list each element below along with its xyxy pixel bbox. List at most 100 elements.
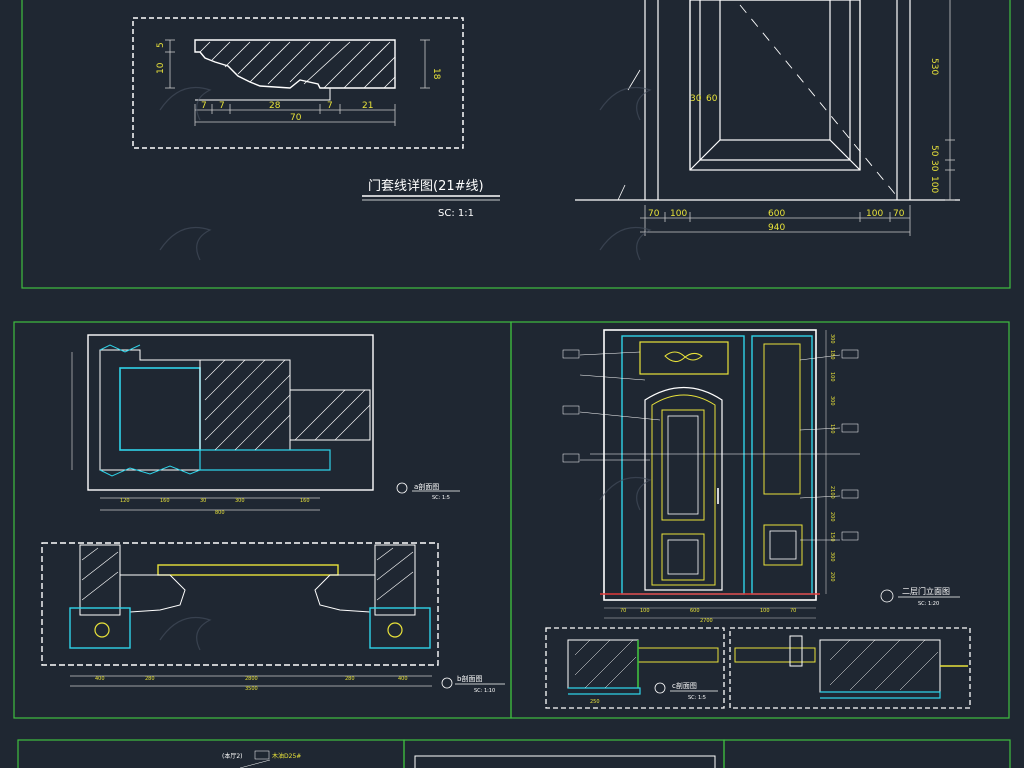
sec-a-dim-3: 30	[200, 498, 206, 504]
section-a-dim-labels: 120 160 30 300 160 800	[120, 498, 310, 516]
door-elevation-tags	[562, 349, 859, 541]
door-dim-b2: 100	[640, 608, 650, 614]
section-c-dim-total: 250	[590, 699, 600, 705]
elevation-top-dims	[640, 0, 955, 236]
sec-b-dim-total: 3500	[245, 686, 258, 692]
section-b-dim-labels: 400 280 2800 280 400 3500	[95, 676, 408, 692]
molding-dims	[165, 39, 430, 126]
section-b-drawing	[69, 544, 431, 649]
door-dim-b5: 70	[790, 608, 796, 614]
sec-b-dim-2: 280	[145, 676, 155, 682]
molding-title: 门套线详图(21#线)	[368, 178, 484, 194]
middle-right-frame	[510, 321, 1010, 719]
elev-dim-r3: 30	[929, 160, 939, 172]
molding-scale: SC: 1:1	[438, 208, 474, 219]
dim-total: 70	[290, 113, 302, 123]
section-c-title-block: c剖面图 SC: 1:5 250	[590, 681, 718, 705]
elev-dim-total: 940	[768, 223, 785, 233]
sec-b-dim-5: 400	[398, 676, 408, 682]
section-b-title-block: b剖面图 SC: 1:10	[441, 674, 505, 694]
dim-bottom-3: 28	[269, 101, 281, 111]
molding-dim-labels: 5 10 18 7 7 28 7 21 70	[156, 42, 441, 123]
dim-bottom-1: 7	[201, 101, 207, 111]
elev-dim-b5: 70	[893, 209, 905, 219]
bottom-middle-frame	[403, 739, 725, 768]
section-b-dims	[70, 675, 432, 687]
door-dim-r4: 300	[829, 396, 835, 406]
molding-profile	[194, 39, 396, 101]
molding-detail-frame	[132, 17, 464, 149]
bottom-panels: (本厅2) 木油D25#	[17, 739, 1011, 768]
section-a-title-block: a剖面图 SC: 1:5	[396, 482, 460, 501]
sec-a-dim-5: 160	[300, 498, 310, 504]
elev-dim-s1: 30	[690, 94, 702, 104]
door-elevation-title: 二层门立面图	[902, 586, 950, 596]
section-c-right-frame	[729, 627, 971, 709]
section-b-frame	[41, 542, 439, 666]
sec-a-dim-4: 300	[235, 498, 245, 504]
sec-a-dim-total: 800	[215, 510, 225, 516]
door-dim-total: 2700	[700, 618, 713, 624]
section-b-title: b剖面图	[457, 674, 482, 683]
door-dim-r5: 150	[829, 424, 835, 434]
door-dim-r3: 100	[829, 372, 835, 382]
sec-b-dim-4: 280	[345, 676, 355, 682]
dim-left-1: 5	[156, 42, 166, 48]
section-a-frame	[87, 334, 374, 491]
section-a-title: a剖面图	[414, 482, 439, 491]
bottom-note-tag: (本厅2)	[222, 752, 243, 760]
elevation-top	[575, 0, 960, 201]
door-elevation-dim-labels: 300 180 100 300 150 2100 200 150 300 200…	[620, 334, 835, 624]
door-elevation-dims	[604, 330, 827, 619]
bottom-right-frame	[723, 739, 1011, 768]
elev-dim-s2: 60	[706, 94, 718, 104]
door-dim-r9: 300	[829, 552, 835, 562]
elev-dim-b4: 100	[866, 209, 883, 219]
door-elevation	[590, 329, 860, 601]
section-b-scale: SC: 1:10	[474, 688, 495, 694]
dim-bottom-4: 7	[327, 101, 333, 111]
door-elevation-leaders	[579, 351, 841, 541]
elev-dim-b2: 100	[670, 209, 687, 219]
section-c-title: c剖面图	[672, 681, 697, 690]
middle-right-panel: 300 180 100 300 150 2100 200 150 300 200…	[510, 321, 1010, 719]
section-a-drawing	[99, 344, 371, 477]
section-a-dims	[71, 352, 320, 511]
door-dim-r10: 200	[829, 572, 835, 582]
door-dim-r8: 150	[829, 532, 835, 542]
elev-dim-r4: 100	[929, 176, 939, 193]
sec-b-dim-1: 400	[95, 676, 105, 682]
door-dim-b3: 600	[690, 608, 700, 614]
door-dim-r1: 300	[829, 334, 835, 344]
door-dim-r2: 180	[829, 350, 835, 360]
door-dim-r7: 200	[829, 512, 835, 522]
section-a-scale: SC: 1:5	[432, 495, 450, 501]
door-dim-b1: 70	[620, 608, 626, 614]
sec-b-dim-3: 2800	[245, 676, 258, 682]
section-c-scale: SC: 1:5	[688, 695, 706, 701]
watermark	[159, 86, 652, 651]
middle-left-panel: 120 160 30 300 160 800 a剖面图 SC: 1:5	[13, 321, 512, 719]
dim-bottom-2: 7	[219, 101, 225, 111]
top-panel-frame	[21, 0, 1011, 289]
door-elevation-title-block: 二层门立面图 SC: 1:20	[880, 586, 960, 607]
elev-dim-b1: 70	[648, 209, 660, 219]
elev-dim-r2: 50	[929, 145, 939, 157]
elev-dim-r1: 530	[929, 58, 939, 75]
bottom-note-item: 木油D25#	[272, 752, 301, 760]
top-panel: 5 10 18 7 7 28 7 21 70 门套线详图(21#线) SC: 1…	[21, 0, 1011, 289]
elev-dim-b3: 600	[768, 209, 785, 219]
section-c-left-frame	[545, 627, 725, 709]
dim-right-1: 18	[431, 68, 441, 80]
door-dim-r6: 2100	[829, 486, 835, 499]
door-dim-b4: 100	[760, 608, 770, 614]
section-c-drawing	[567, 635, 968, 699]
sec-a-dim-2: 160	[160, 498, 170, 504]
elevation-top-dim-labels: 530 50 30 100 30 60 70 100 600 100 70 94…	[648, 58, 939, 233]
bottom-left-frame	[17, 739, 405, 768]
dim-left-2: 10	[156, 62, 166, 74]
dim-bottom-5: 21	[362, 101, 373, 111]
molding-title-block: 门套线详图(21#线) SC: 1:1	[362, 178, 500, 219]
sec-a-dim-1: 120	[120, 498, 130, 504]
